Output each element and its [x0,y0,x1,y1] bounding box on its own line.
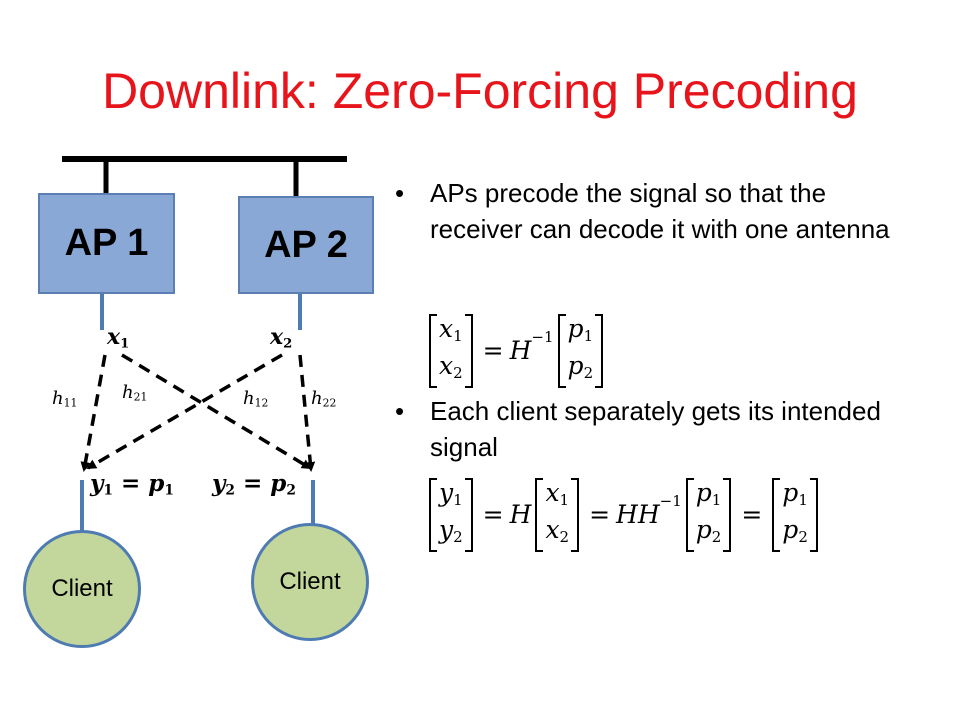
ap2-label: AP 2 [264,223,348,266]
channel-h21 [121,353,312,470]
client2-node: Client [251,523,369,641]
ap2-box: AP 2 [238,196,374,294]
bullet-dot: • [395,396,405,426]
h12-label: h12 [243,388,269,410]
x2-label: x2 [270,324,293,352]
bullet-item: • APs precode the signal so that the rec… [395,175,900,247]
ap1-label: AP 1 [64,222,149,264]
h21-label: h21 [122,382,148,404]
bullet-dot: • [395,178,405,208]
y2-equals-p2-label: y2 = p2 [212,470,296,499]
ap1-box: AP 1 [38,193,175,294]
client1-label: Client [51,575,113,602]
y1-equals-p1-label: y1 = p1 [90,470,174,499]
channel-h11 [80,354,107,472]
slide-title: Downlink: Zero-Forcing Precoding [102,63,858,119]
channel-h22 [298,354,316,472]
x1-label: x1 [107,324,130,352]
bullet-item: • Each client separately gets its intend… [395,393,950,465]
h22-label: h22 [311,388,337,410]
client2-label: Client [279,568,341,595]
h11-label: h11 [52,388,78,410]
client1-node: Client [23,530,141,648]
channel-h12 [86,353,283,470]
